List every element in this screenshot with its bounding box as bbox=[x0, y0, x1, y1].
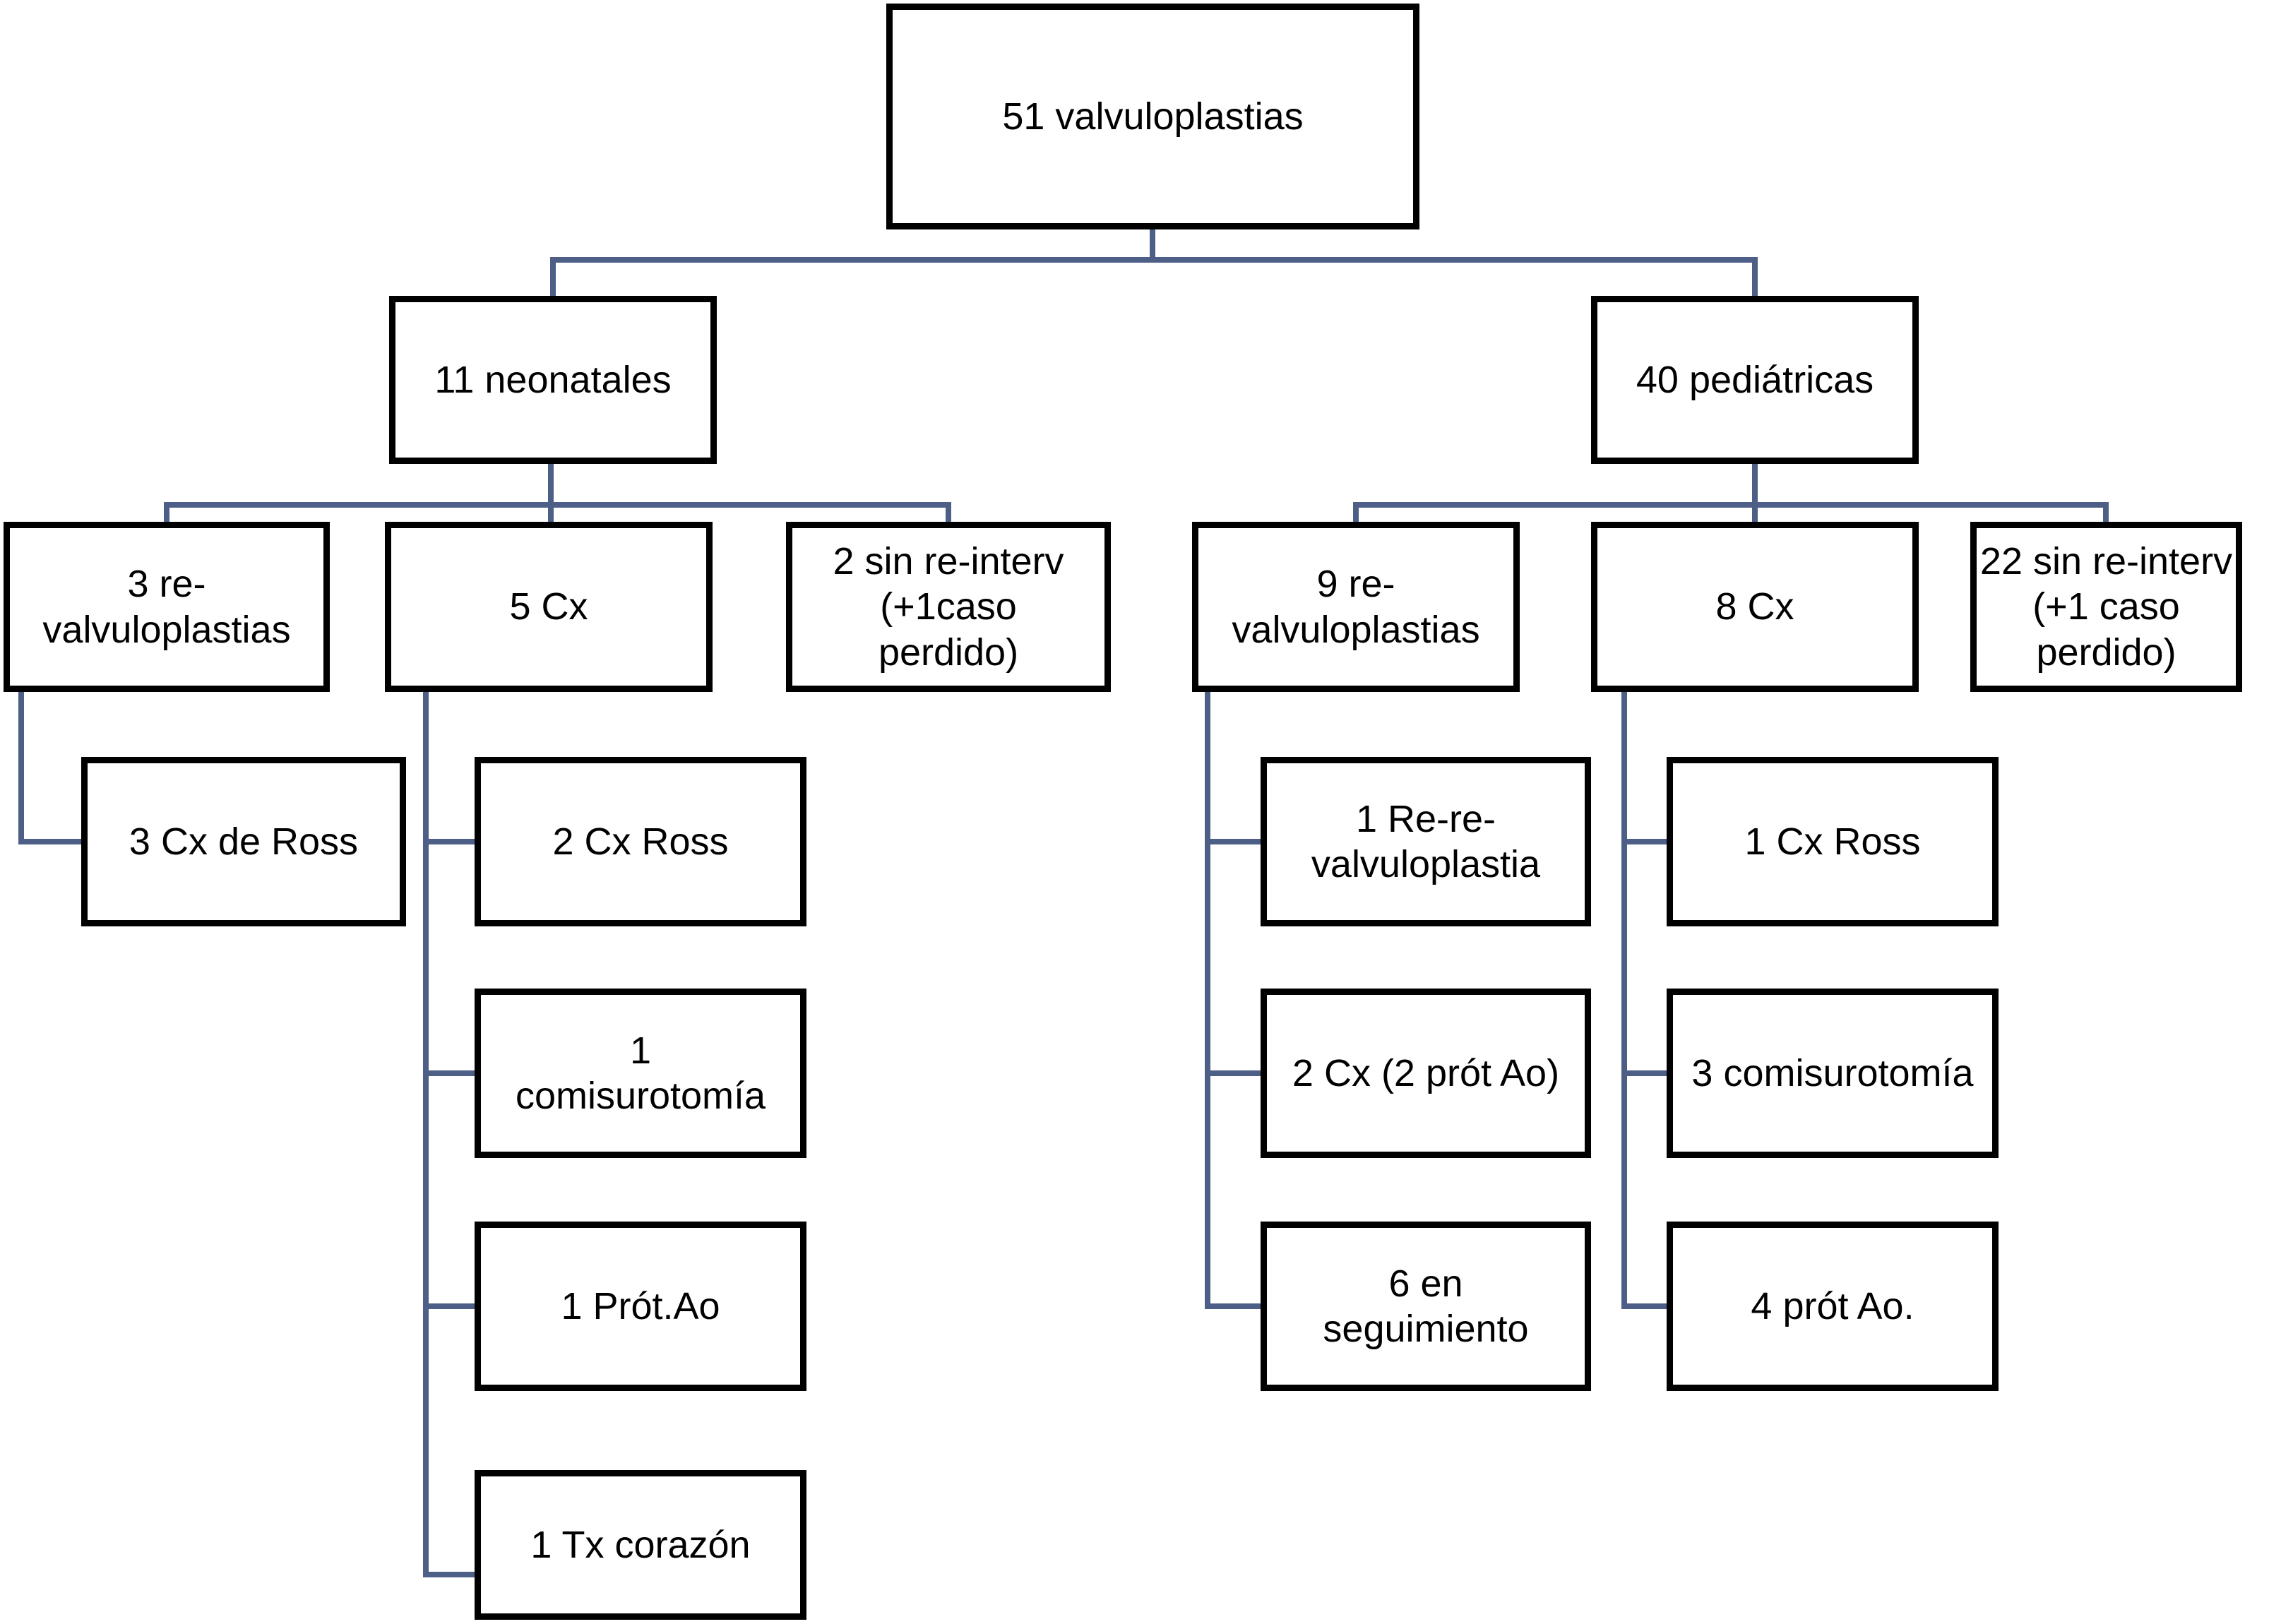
node-1-comisurotomia: 1 comisurotomía bbox=[475, 989, 806, 1158]
node-9-re-valvuloplastias: 9 re- valvuloplastias bbox=[1192, 522, 1520, 692]
connector-ped-revalv-chain bbox=[1205, 689, 1264, 1309]
node-3-cx-de-ross: 3 Cx de Ross bbox=[81, 757, 406, 926]
node-4-prot-ao: 4 prót Ao. bbox=[1667, 1222, 1999, 1391]
node-40-pediatricas: 40 pediátricas bbox=[1591, 296, 1919, 464]
connector-root-to-level2 bbox=[550, 227, 1758, 299]
node-11-neonatales: 11 neonatales bbox=[389, 296, 717, 464]
node-22-sin-re-interv: 22 sin re-interv (+1 caso perdido) bbox=[1970, 522, 2242, 692]
node-6-en-seguimiento: 6 en seguimiento bbox=[1261, 1222, 1591, 1391]
node-1-tx-corazon: 1 Tx corazón bbox=[475, 1470, 806, 1620]
node-51-valvuloplastias: 51 valvuloplastias bbox=[886, 4, 1419, 229]
node-3-re-valvuloplastias: 3 re- valvuloplastias bbox=[4, 522, 330, 692]
node-8-cx: 8 Cx bbox=[1591, 522, 1919, 692]
node-2-cx-2-prot-ao: 2 Cx (2 prót Ao) bbox=[1261, 989, 1591, 1158]
connector-neo-revalv-chain bbox=[18, 689, 85, 844]
node-5-cx: 5 Cx bbox=[385, 522, 713, 692]
connector-pediatricas-to-children bbox=[1353, 461, 2109, 525]
connector-neo-cx-chain bbox=[423, 689, 478, 1577]
connector-ped-cx-chain bbox=[1621, 689, 1670, 1309]
node-3-comisurotomia: 3 comisurotomía bbox=[1667, 989, 1999, 1158]
node-1-prot-ao: 1 Prót.Ao bbox=[475, 1222, 806, 1391]
node-2-cx-ross: 2 Cx Ross bbox=[475, 757, 806, 926]
node-1-cx-ross: 1 Cx Ross bbox=[1667, 757, 1999, 926]
node-2-sin-re-interv: 2 sin re-interv (+1caso perdido) bbox=[786, 522, 1111, 692]
node-1-re-re-valvuloplastia: 1 Re-re- valvuloplastia bbox=[1261, 757, 1591, 926]
connector-neonatales-to-children bbox=[164, 461, 951, 525]
